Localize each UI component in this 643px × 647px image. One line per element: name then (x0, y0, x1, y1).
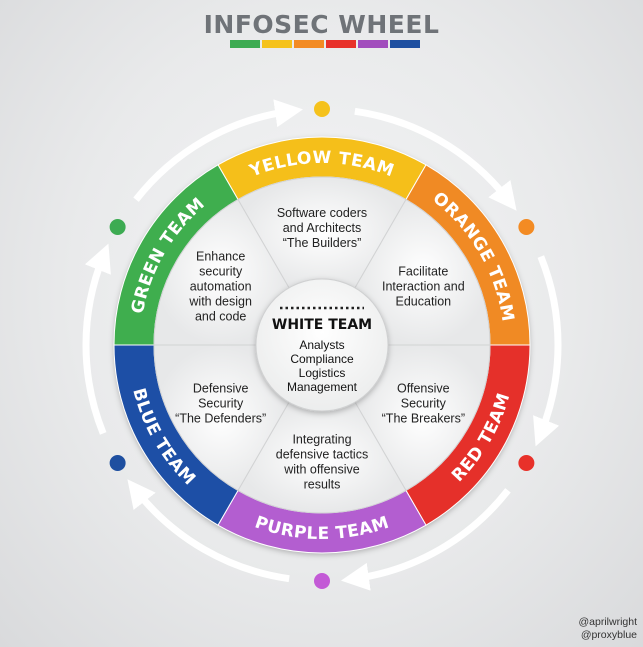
color-swatch-green (230, 40, 260, 48)
credit-line: @aprilwright (578, 616, 637, 628)
credits: @aprilwright @proxyblue (578, 616, 637, 642)
cycle-dot (314, 573, 330, 589)
color-swatch-yellow (262, 40, 292, 48)
page-title: INFOSEC WHEEL (203, 10, 440, 39)
color-swatch-orange (294, 40, 324, 48)
cycle-arrow (127, 479, 290, 583)
cycle-arrow (82, 243, 111, 435)
cycle-arrow (533, 255, 562, 447)
white-team-title: WHITE TEAM (272, 317, 372, 333)
cycle-arrow (354, 107, 517, 211)
title-color-bar (230, 40, 422, 48)
cycle-dot (109, 455, 126, 471)
white-team-circle (255, 278, 389, 412)
color-swatch-blue (390, 40, 420, 48)
cycle-dots (109, 101, 535, 589)
cycle-arrows (82, 99, 562, 591)
cycle-dot (109, 219, 126, 235)
cycle-dot (518, 219, 535, 235)
cycle-dot (314, 101, 330, 117)
cycle-arrow (340, 488, 511, 591)
cycle-dot (518, 455, 535, 471)
color-swatch-red (326, 40, 356, 48)
color-swatch-purple (358, 40, 388, 48)
cycle-arrow (133, 99, 304, 202)
credit-line: @proxyblue (580, 629, 637, 641)
